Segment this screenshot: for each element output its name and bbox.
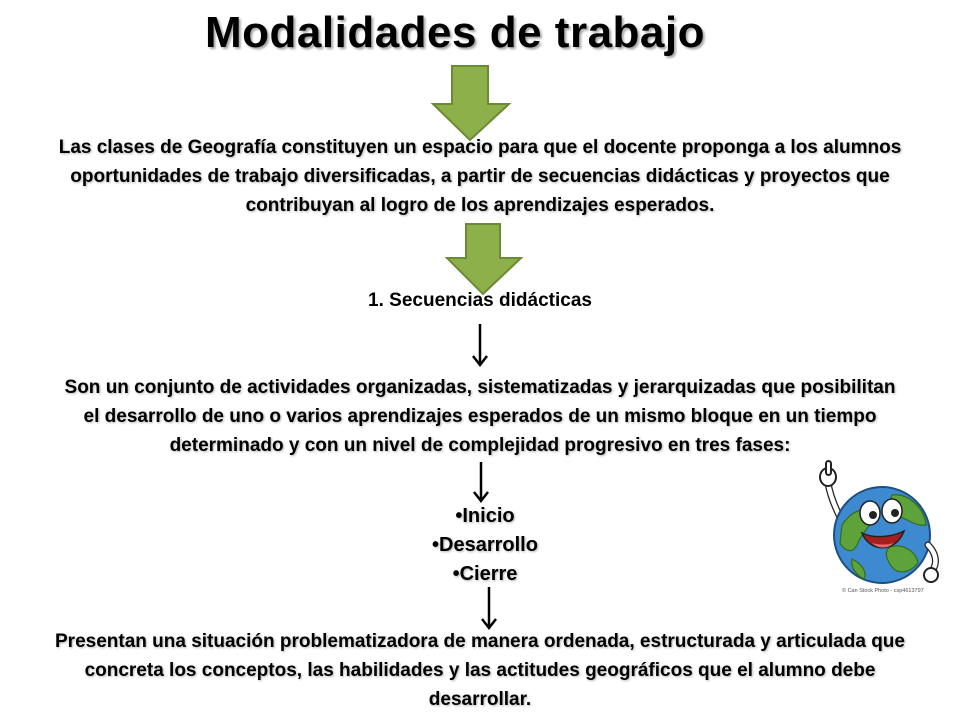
globe-caption: © Can Stock Photo - csp4613797 <box>842 587 924 594</box>
section-heading: 1. Secuencias didácticas <box>368 290 592 311</box>
conclusion-line: concreta los conceptos, las habilidades … <box>84 660 876 681</box>
conclusion-line: desarrollar. <box>428 689 532 710</box>
intro-paragraph: Las clases de Geografía constituyen un e… <box>20 133 940 220</box>
page-title: Modalidades de trabajo <box>205 8 705 57</box>
intro-line: contribuyan al logro de los aprendizajes… <box>245 195 715 216</box>
intro-line: Las clases de Geografía constituyen un e… <box>58 137 902 158</box>
intro-line: oportunidades de trabajo diversificadas,… <box>70 166 890 187</box>
black-down-arrow-2 <box>473 462 489 504</box>
phase-item: •Cierre <box>452 563 518 585</box>
definition-paragraph: Son un conjunto de actividades organizad… <box>20 373 940 460</box>
phase-item: •Desarrollo <box>432 534 538 556</box>
definition-line: determinado y con un nivel de complejida… <box>169 435 791 456</box>
green-down-arrow-2 <box>444 223 524 296</box>
phase-item: •Inicio <box>455 505 515 527</box>
conclusion-paragraph: Presentan una situación problematizadora… <box>20 627 940 714</box>
black-down-arrow-3 <box>481 587 497 631</box>
definition-line: el desarrollo de uno o varios aprendizaj… <box>83 406 877 427</box>
black-down-arrow-1 <box>472 324 488 368</box>
conclusion-line: Presentan una situación problematizadora… <box>55 631 905 652</box>
green-down-arrow-1 <box>430 65 512 142</box>
definition-line: Son un conjunto de actividades organizad… <box>64 377 896 398</box>
cartoon-globe-icon: © Can Stock Photo - csp4613797 <box>819 460 939 594</box>
phases-list: •Inicio •Desarrollo •Cierre <box>380 502 590 589</box>
